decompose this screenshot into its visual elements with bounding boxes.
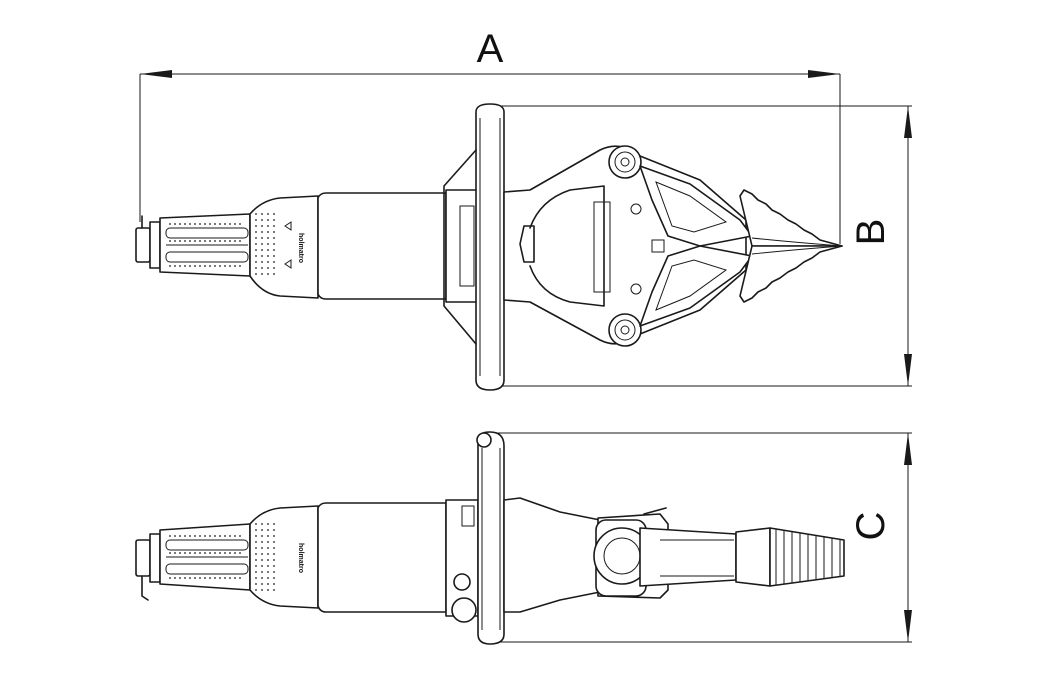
dimension-label-b: B — [849, 219, 893, 246]
jaw-arm-side — [639, 527, 737, 587]
cylinder-body — [317, 189, 481, 303]
grip-handle-side — [159, 523, 251, 591]
spreader-tips — [739, 189, 843, 303]
grip-handle — [159, 213, 251, 277]
hose-coupler-side — [135, 533, 161, 601]
control-knob: holmatro — [249, 195, 319, 299]
carry-handle — [443, 103, 505, 391]
hose-coupler — [135, 215, 161, 269]
dimension-b: B — [490, 105, 912, 387]
dimension-a: A — [139, 27, 841, 244]
pivot-bolt-upper — [608, 145, 642, 179]
carry-handle-side — [476, 431, 505, 645]
jaw-arms — [630, 165, 753, 327]
dimension-label-a: A — [477, 27, 504, 71]
cylinder-body-side — [317, 499, 479, 623]
control-knob-side: holmatro — [249, 505, 319, 609]
tool-top-view: holmatro — [135, 103, 843, 391]
spreader-tip-side — [735, 527, 845, 587]
pivot-bolt-lower — [608, 313, 642, 347]
brand-label-top: holmatro — [297, 233, 304, 263]
tool-side-view: holmatro — [135, 431, 845, 645]
dimension-c: C — [490, 432, 912, 643]
pivot-link-side — [593, 519, 651, 597]
dimension-label-c: C — [849, 512, 893, 541]
brand-label-bottom: holmatro — [297, 543, 304, 573]
